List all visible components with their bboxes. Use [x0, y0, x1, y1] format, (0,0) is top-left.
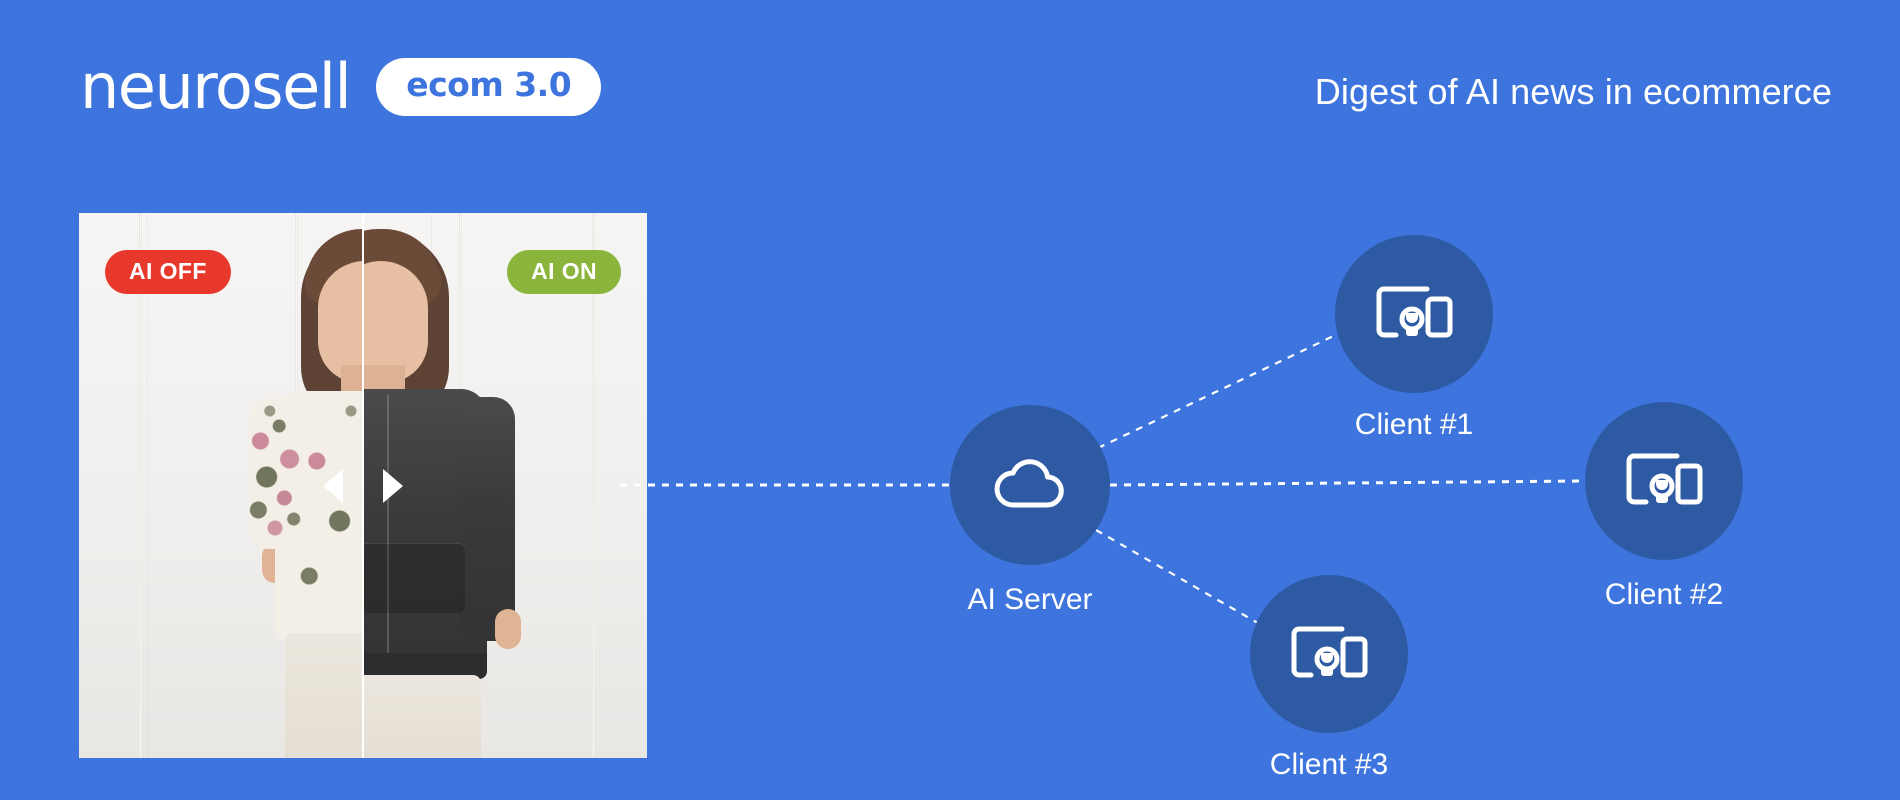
- node-client-3[interactable]: [1250, 575, 1408, 733]
- before-after-slider-handle[interactable]: [362, 213, 364, 758]
- photo-half-ai-on: [363, 213, 647, 758]
- devices-icon: [1626, 453, 1703, 505]
- model-figure-ai-off: [79, 213, 363, 758]
- node-ai-server[interactable]: [950, 405, 1110, 565]
- node-label-client-2: Client #2: [1604, 578, 1724, 611]
- page-title: Digest of AI news in ecommerce: [1314, 71, 1832, 112]
- connection-lines: [620, 331, 1586, 631]
- node-label-client-3: Client #3: [1269, 748, 1389, 781]
- node-label-ai-server: AI Server: [967, 583, 1093, 616]
- link-server-to-client-2: [1109, 479, 1586, 487]
- caret-right-icon[interactable]: [383, 468, 403, 503]
- link-server-to-client-1: [1097, 331, 1343, 449]
- ai-before-after-panel[interactable]: AI OFF AI ON: [79, 213, 647, 758]
- model-figure-ai-on: [363, 213, 647, 758]
- devices-icon: [1291, 626, 1368, 678]
- neurosell-wordmark: neurosell: [80, 50, 352, 123]
- badge-ai-off: AI OFF: [105, 250, 231, 294]
- link-server-to-client-3: [1095, 529, 1271, 631]
- badge-ai-on: AI ON: [507, 250, 621, 294]
- node-label-client-1: Client #1: [1354, 408, 1474, 441]
- brand-lockup: neurosell ecom 3.0: [80, 50, 602, 123]
- photo-half-ai-off: [79, 213, 363, 758]
- ai-network-diagram: AI Server Client #1 Clie: [620, 180, 1900, 800]
- node-client-1[interactable]: [1335, 235, 1493, 393]
- ecom-version-badge: ecom 3.0: [376, 58, 602, 116]
- cloud-icon: [994, 459, 1064, 508]
- devices-icon: [1376, 286, 1453, 338]
- node-client-2[interactable]: [1585, 402, 1743, 560]
- caret-left-icon[interactable]: [323, 468, 343, 503]
